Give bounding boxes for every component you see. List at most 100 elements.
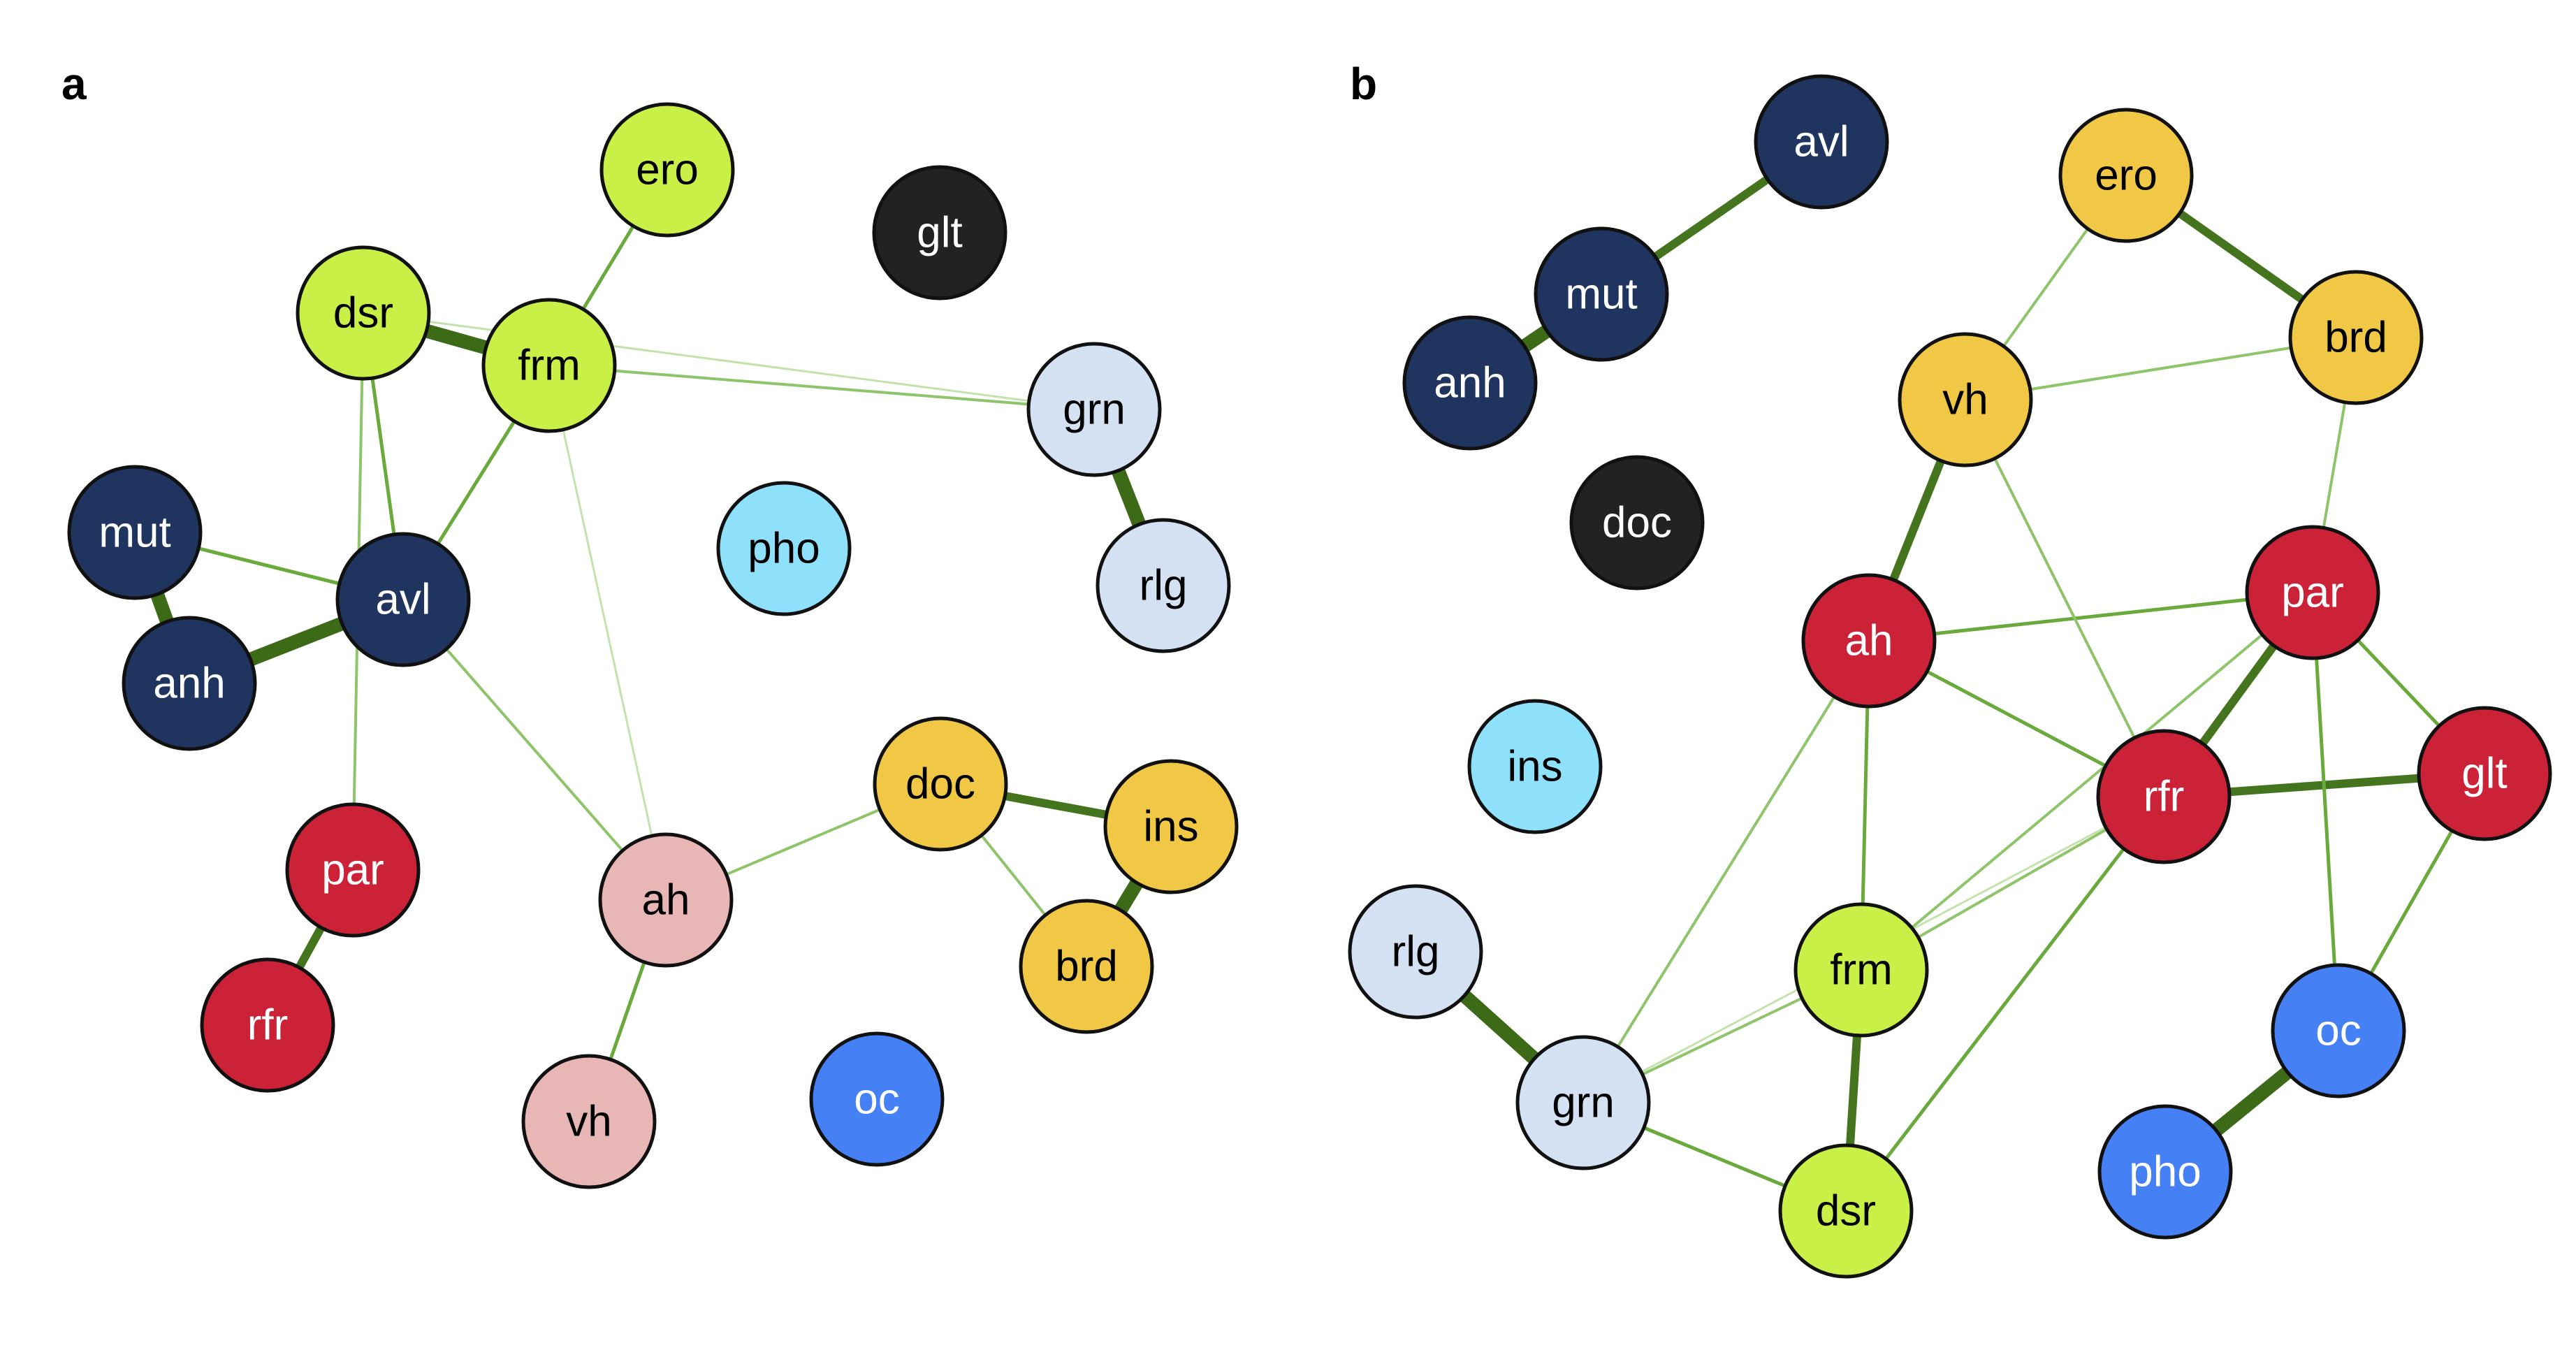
node-b-ins-label: ins — [1507, 743, 1562, 791]
node-b-anh: anh — [1402, 315, 1538, 451]
node-a-anh-circle — [122, 616, 257, 751]
node-b-grn-label: grn — [1552, 1079, 1615, 1127]
node-a-par-label: par — [321, 846, 384, 894]
node-b-avl: avl — [1754, 74, 1889, 210]
node-a-frm-circle — [481, 298, 617, 433]
node-b-dsr-label: dsr — [1816, 1187, 1876, 1235]
node-b-glt-circle — [2417, 706, 2552, 841]
node-b-par: par — [2245, 525, 2380, 660]
node-a-doc-circle — [873, 716, 1008, 852]
node-a-ero-circle — [599, 102, 735, 238]
node-b-avl-circle — [1754, 74, 1889, 210]
node-b-dsr-circle — [1778, 1143, 1914, 1279]
node-b-mut: mut — [1534, 226, 1669, 362]
node-a-rlg-circle — [1096, 518, 1231, 653]
node-a-dsr-label: dsr — [333, 289, 393, 338]
node-b-ins: ins — [1467, 699, 1603, 834]
node-a-ah-label: ah — [642, 876, 690, 924]
node-b-anh-circle — [1402, 315, 1538, 451]
node-a-mut: mut — [67, 465, 203, 600]
node-a-pho: pho — [716, 481, 852, 616]
node-b-anh-label: anh — [1434, 359, 1506, 407]
node-b-ah-circle — [1801, 573, 1937, 709]
node-b-doc-circle — [1569, 455, 1705, 590]
node-b-pho-circle — [2097, 1104, 2233, 1240]
edge-b-ah-grn — [1582, 639, 1870, 1104]
node-a-dsr-circle — [296, 245, 431, 381]
node-b-mut-label: mut — [1565, 270, 1637, 319]
node-b-ero-label: ero — [2095, 152, 2157, 200]
node-b-ah-label: ah — [1845, 617, 1893, 665]
node-a-ero-label: ero — [636, 146, 699, 194]
node-a-brd-circle — [1019, 899, 1154, 1034]
node-a-avl: avl — [335, 532, 471, 667]
node-a-avl-label: avl — [375, 576, 430, 624]
node-a-mut-circle — [67, 465, 203, 600]
node-b-pho: pho — [2097, 1104, 2233, 1240]
node-b-vh: vh — [1898, 332, 2033, 467]
node-a-glt-label: glt — [917, 209, 962, 257]
node-a-doc: doc — [873, 716, 1008, 852]
node-a-oc: oc — [809, 1031, 945, 1167]
node-a-brd-label: brd — [1055, 943, 1118, 991]
node-b-vh-label: vh — [1942, 376, 1988, 424]
node-a-par: par — [285, 802, 421, 938]
node-a-ah-circle — [598, 832, 734, 968]
edge-b-par-oc — [2311, 592, 2341, 1031]
node-a-grn-label: grn — [1063, 386, 1126, 434]
node-b-rlg-label: rlg — [1392, 928, 1440, 976]
node-b-doc: doc — [1569, 455, 1705, 590]
node-b-glt-label: glt — [2461, 750, 2507, 798]
node-b-pho-label: pho — [2129, 1148, 2201, 1196]
node-b-oc-circle — [2271, 963, 2406, 1098]
node-a-ins: ins — [1103, 759, 1239, 894]
node-b-brd-circle — [2288, 270, 2424, 405]
node-a-oc-circle — [809, 1031, 945, 1167]
node-a-doc-label: doc — [905, 760, 975, 808]
node-a-pho-circle — [716, 481, 852, 616]
node-b-ah: ah — [1801, 573, 1937, 709]
node-a-rlg-label: rlg — [1140, 562, 1188, 610]
node-b-rlg-circle — [1348, 884, 1483, 1020]
edge-b-par-frm — [1860, 591, 2314, 971]
node-a-rlg: rlg — [1096, 518, 1231, 653]
node-b-doc-label: doc — [1602, 499, 1672, 547]
node-a-vh-circle — [521, 1054, 657, 1189]
node-b-avl-label: avl — [1793, 118, 1849, 166]
node-b-frm-circle — [1793, 902, 1929, 1038]
node-b-dsr: dsr — [1778, 1143, 1914, 1279]
node-b-brd: brd — [2288, 270, 2424, 405]
node-a-dsr: dsr — [296, 245, 431, 381]
node-b-mut-circle — [1534, 226, 1669, 362]
node-a-rfr-label: rfr — [247, 1001, 289, 1050]
node-a-mut-label: mut — [99, 509, 170, 557]
edge-a-dsr-grn — [363, 312, 1095, 411]
node-b-rfr-label: rfr — [2144, 773, 2185, 821]
node-a-pho-label: pho — [748, 525, 820, 573]
node-b-oc-label: oc — [2315, 1007, 2361, 1055]
panel-label-b: b — [1350, 59, 1377, 109]
node-b-rfr: rfr — [2096, 729, 2232, 864]
node-b-grn: grn — [1515, 1035, 1651, 1170]
node-a-ero: ero — [599, 102, 735, 238]
node-a-grn-circle — [1026, 342, 1162, 477]
node-b-rfr-circle — [2096, 729, 2232, 864]
node-a-glt-circle — [872, 165, 1007, 300]
edge-b-vh-rfr — [1964, 399, 2165, 797]
node-a-rfr-circle — [200, 957, 335, 1093]
node-b-rlg: rlg — [1348, 884, 1483, 1020]
node-b-glt: glt — [2417, 706, 2552, 841]
node-a-ins-circle — [1103, 759, 1239, 894]
node-a-ins-label: ins — [1143, 803, 1198, 851]
node-a-vh-label: vh — [566, 1098, 611, 1146]
node-a-rfr: rfr — [200, 957, 335, 1093]
node-b-ins-circle — [1467, 699, 1603, 834]
edge-a-frm-grn — [548, 364, 1095, 411]
node-a-anh-label: anh — [153, 660, 225, 708]
node-b-vh-circle — [1898, 332, 2033, 467]
